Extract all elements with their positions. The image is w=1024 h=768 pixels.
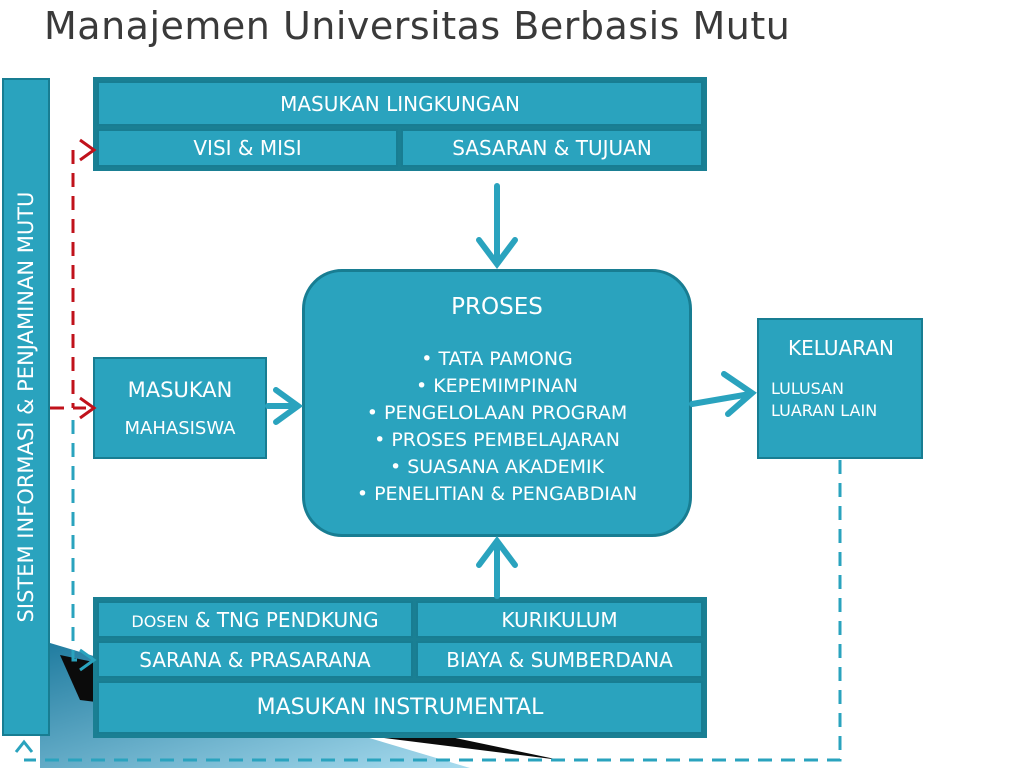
keluaran-box: KELUARAN LULUSAN LUARAN LAIN [757,318,923,459]
red-dashed-feedback [50,150,86,410]
keluaran-line1: LULUSAN [771,379,845,398]
arrow-up-to-proses [476,536,518,599]
dosen-rest-label: & TNG PENDKUNG [188,607,379,632]
blue-arrowhead-bottom [79,648,97,672]
masukan-item: MAHASISWA [124,417,236,439]
red-arrowhead-masukan [79,396,97,420]
dosen-box: DOSEN & TNG PENDKUNG [97,601,413,638]
page-title: Manajemen Universitas Berbasis Mutu [44,4,791,48]
proses-item: PENGELOLAAN PROGRAM [357,400,637,427]
sarana-label: SARANA & PRASARANA [139,647,371,672]
proses-item: PROSES PEMBELAJARAN [357,427,637,454]
proses-box: PROSES TATA PAMONG KEPEMIMPINAN PENGELOL… [302,269,692,537]
proses-list: TATA PAMONG KEPEMIMPINAN PENGELOLAAN PRO… [357,346,637,508]
sasaran-tujuan-box: SASARAN & TUJUAN [401,129,703,167]
dosen-label: DOSEN & TNG PENDKUNG [131,608,378,632]
arrow-down-to-proses [476,183,518,269]
proses-item: PENELITIAN & PENGABDIAN [357,481,637,508]
proses-item: KEPEMIMPINAN [357,373,637,400]
dosen-small-label: DOSEN [131,611,189,631]
arrow-proses-to-keluaran [689,371,757,417]
arrow-masukan-to-proses [265,387,304,425]
blue-arrowhead-left [14,739,34,753]
blue-dashed-feedback [24,420,842,762]
masukan-instrumental-label: MASUKAN INSTRUMENTAL [256,695,544,720]
biaya-label: BIAYA & SUMBERDANA [446,647,673,672]
visi-misi-label: VISI & MISI [193,136,302,160]
red-arrowhead-top [79,138,97,162]
sasaran-tujuan-label: SASARAN & TUJUAN [452,136,652,160]
masukan-lingkungan-label: MASUKAN LINGKUNGAN [280,91,520,116]
proses-title: PROSES [451,294,543,320]
kurikulum-box: KURIKULUM [416,601,703,638]
side-system-box: SISTEM INFORMASI & PENJAMINAN MUTU [2,78,50,736]
kurikulum-label: KURIKULUM [501,607,618,632]
proses-item: SUASANA AKADEMIK [357,454,637,481]
visi-misi-box: VISI & MISI [97,129,398,167]
keluaran-line2: LUARAN LAIN [771,401,878,420]
biaya-box: BIAYA & SUMBERDANA [416,641,703,678]
masukan-title: MASUKAN [127,377,233,402]
keluaran-title: KELUARAN [788,336,894,360]
masukan-instrumental-box: MASUKAN INSTRUMENTAL [97,681,703,734]
masukan-lingkungan-box: MASUKAN LINGKUNGAN [97,81,703,126]
proses-item: TATA PAMONG [357,346,637,373]
sarana-box: SARANA & PRASARANA [97,641,413,678]
